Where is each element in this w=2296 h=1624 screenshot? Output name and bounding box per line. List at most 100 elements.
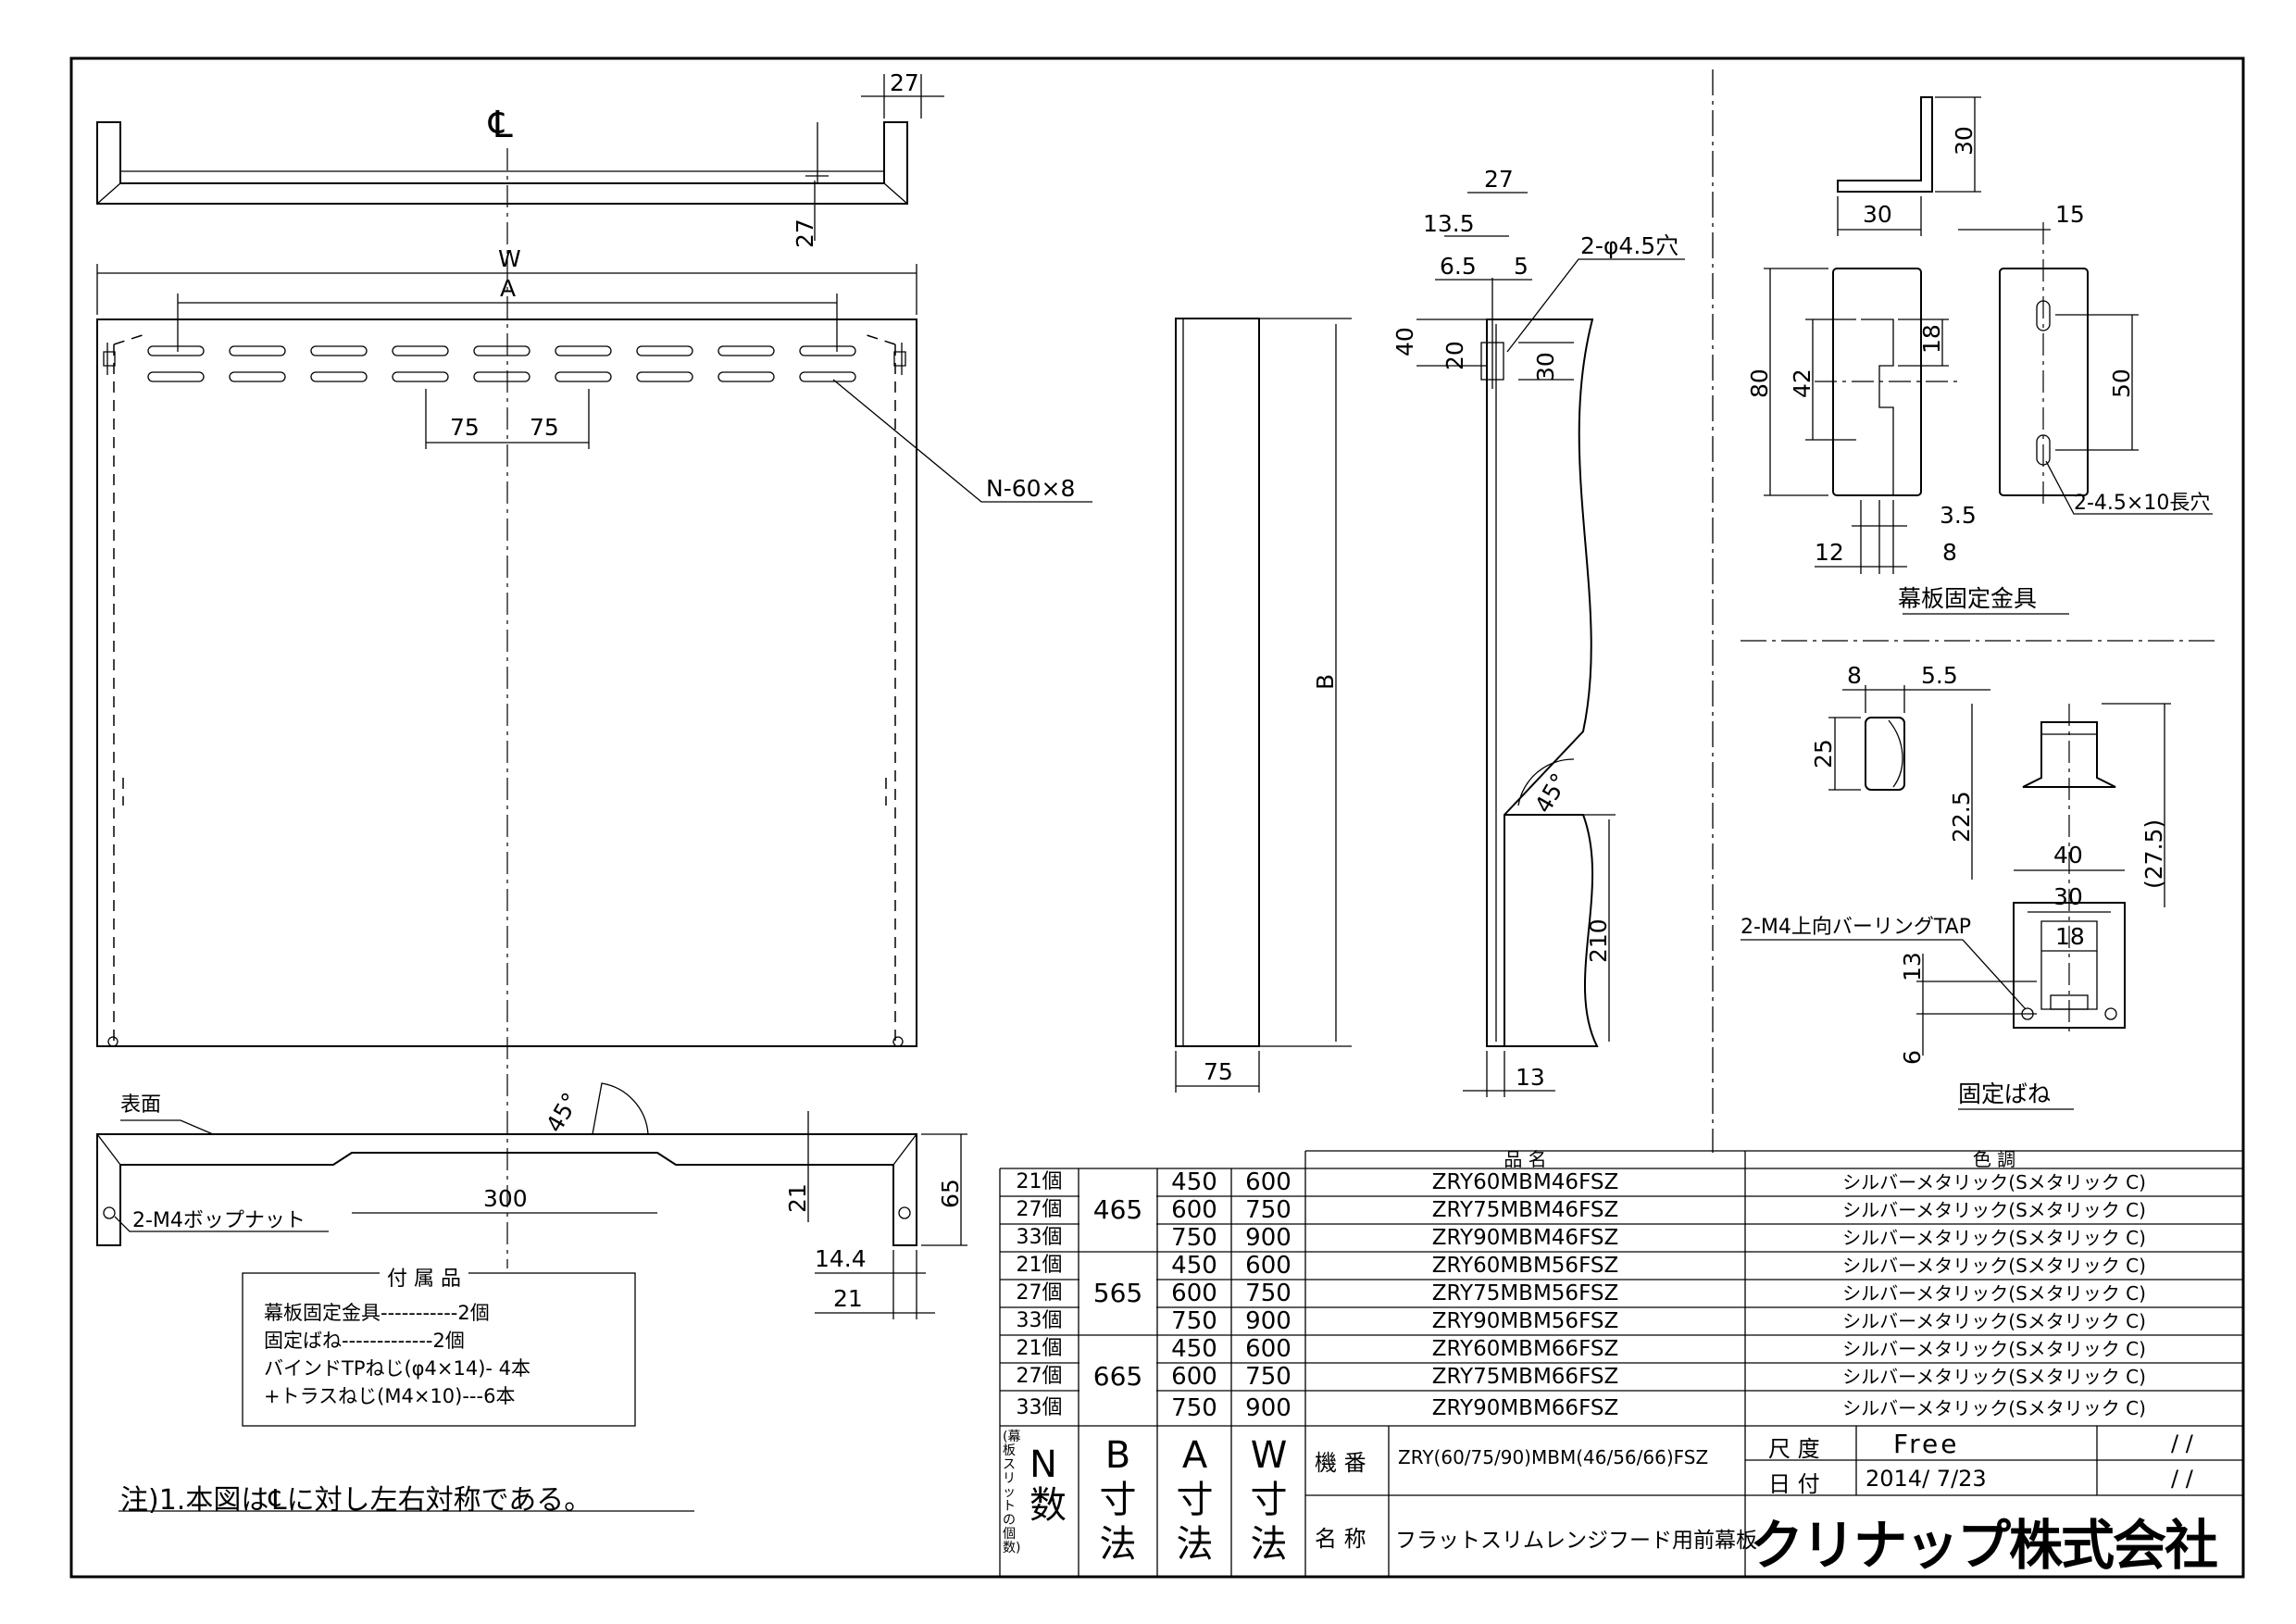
table-cell-w: 750 [1245,1363,1292,1391]
sec-dim-27: 27 [1484,166,1514,193]
date-value: 2014/ 7/23 [1866,1466,1987,1492]
dim-b: B [1312,674,1339,690]
accessory-item-1: 幕板固定金具-----------2個 [264,1302,490,1324]
sp-dim-5-5: 5.5 [1921,662,1958,689]
sec-dim-6-5: 6.5 [1440,253,1477,280]
front-elevation-view: W A [96,245,1092,1047]
dim-75-right: 75 [530,414,559,441]
sec-dim-20: 20 [1441,341,1468,370]
table-cell-a: 750 [1171,1224,1217,1252]
table-cell-n: 21個 [1016,1170,1063,1193]
note: 注)1.本図は℄に対し左右対称である。 [120,1484,593,1517]
sp-dim-22-5: 22.5 [1948,791,1975,843]
sec-dim-40: 40 [1391,327,1418,356]
table-cell-color: シルバーメタリック(Sメタリック C) [1842,1199,2146,1221]
table-cell-a: 600 [1171,1196,1217,1224]
table-cell-color: シルバーメタリック(Sメタリック C) [1842,1397,2146,1419]
table-cell-a: 450 [1171,1335,1217,1363]
bracket-detail: 30 30 15 80 42 18 3.5 12 8 [1746,96,2213,615]
table-cell-n: 33個 [1016,1309,1063,1332]
bottom-angle: 45° [541,1088,584,1137]
br-dim-42: 42 [1789,369,1816,398]
side-view: B 75 [1175,318,1352,1093]
header-name: 品 名 [1504,1148,1547,1170]
center-mark: ℄ [488,104,513,146]
sp-dim-18: 18 [2055,923,2085,950]
date-label: 日 付 [1768,1471,1820,1497]
footer-w: W寸法 [1250,1434,1288,1566]
br-dim-12: 12 [1815,539,1844,566]
sp-dim-27-5: (27.5) [2140,819,2167,889]
surface-label: 表面 [120,1093,161,1117]
table-cell-name: ZRY90MBM66FSZ [1431,1396,1619,1420]
company-name: クリナップ株式会社 [1750,1514,2218,1577]
table-cell-w: 600 [1245,1335,1292,1363]
footer-n-sub: (幕板スリットの個数) [1003,1430,1021,1555]
header-color: 色 調 [1972,1148,2016,1170]
table-cell-a: 450 [1171,1168,1217,1196]
footer-a: A寸法 [1176,1434,1214,1566]
sec-dim-5: 5 [1514,253,1529,280]
model-value: ZRY(60/75/90)MBM(46/56/66)FSZ [1398,1446,1709,1468]
sp-dim-13: 13 [1899,952,1926,981]
model-label: 機 番 [1315,1450,1366,1476]
dim-side-27: 27 [792,219,818,248]
scale-value: Free [1893,1429,1960,1459]
table-cell-name: ZRY90MBM46FSZ [1431,1226,1619,1250]
table-cell-name: ZRY75MBM56FSZ [1431,1281,1619,1305]
table-cell-a: 600 [1171,1280,1217,1307]
table-cell-n: 33個 [1016,1226,1063,1249]
spring-title: 固定ばね [1958,1081,2051,1107]
sp-dim-6: 6 [1899,1050,1926,1065]
br-dim-80: 80 [1746,369,1773,398]
table-cell-color: シルバーメタリック(Sメタリック C) [1842,1366,2146,1388]
br-dim-15: 15 [2055,201,2085,228]
table-cell-w: 750 [1245,1280,1292,1307]
table-cell-name: ZRY75MBM66FSZ [1431,1365,1619,1389]
table-cell-a: 450 [1171,1252,1217,1280]
sp-dim-30: 30 [2053,883,2083,910]
dim-w: W [498,245,521,272]
table-cell-n: 21個 [1016,1254,1063,1277]
table-cell-w: 600 [1245,1252,1292,1280]
sec-dim-13-5: 13.5 [1423,210,1475,237]
br-dim-18: 18 [1918,324,1945,354]
table-cell-w: 900 [1245,1394,1292,1422]
table-cell-a: 750 [1171,1394,1217,1422]
table-cell-name: ZRY60MBM66FSZ [1431,1337,1619,1361]
sp-dim-25: 25 [1810,739,1837,768]
bracket-title: 幕板固定金具 [1898,585,2037,612]
dim-21-v: 21 [784,1183,811,1213]
table-cell-n: 21個 [1016,1337,1063,1360]
dim-top-27: 27 [890,69,919,96]
table-cell-name: ZRY60MBM46FSZ [1431,1170,1619,1194]
sec-angle: 45° [1529,768,1573,818]
scale-label: 尺 度 [1768,1436,1820,1462]
table-cell-name: ZRY90MBM56FSZ [1431,1309,1619,1333]
table-cell-color: シルバーメタリック(Sメタリック C) [1842,1255,2146,1277]
sp-dim-40: 40 [2053,842,2083,868]
tap-callout: 2-M4上向バーリングTAP [1741,916,1971,939]
dim-14-4: 14.4 [815,1245,867,1272]
table-cell-w: 900 [1245,1307,1292,1335]
br-dim-30-v: 30 [1951,126,1978,156]
name-value: フラットスリムレンジフード用前幕板 [1395,1529,1757,1553]
table-cell-color: シルバーメタリック(Sメタリック C) [1842,1338,2146,1360]
section-view: 27 13.5 6.5 5 2-φ4.5穴 40 20 30 45° 210 1… [1391,166,1685,1097]
br-dim-50: 50 [2108,369,2135,398]
sec-dim-13: 13 [1516,1064,1545,1091]
sec-dim-30: 30 [1532,352,1559,381]
table-cell-n: 27個 [1016,1365,1063,1388]
dim-300: 300 [483,1185,528,1212]
table-cell-a: 600 [1171,1363,1217,1391]
table-cell-color: シルバーメタリック(Sメタリック C) [1842,1282,2146,1305]
table-cell-w: 750 [1245,1196,1292,1224]
side-dim-75: 75 [1204,1058,1233,1085]
dim-21-h: 21 [833,1285,863,1312]
b-465: 465 [1092,1194,1143,1225]
dim-75-left: 75 [450,414,480,441]
name-label: 名 称 [1315,1526,1366,1552]
dim-65: 65 [937,1179,964,1208]
sp-dim-8: 8 [1847,662,1862,689]
